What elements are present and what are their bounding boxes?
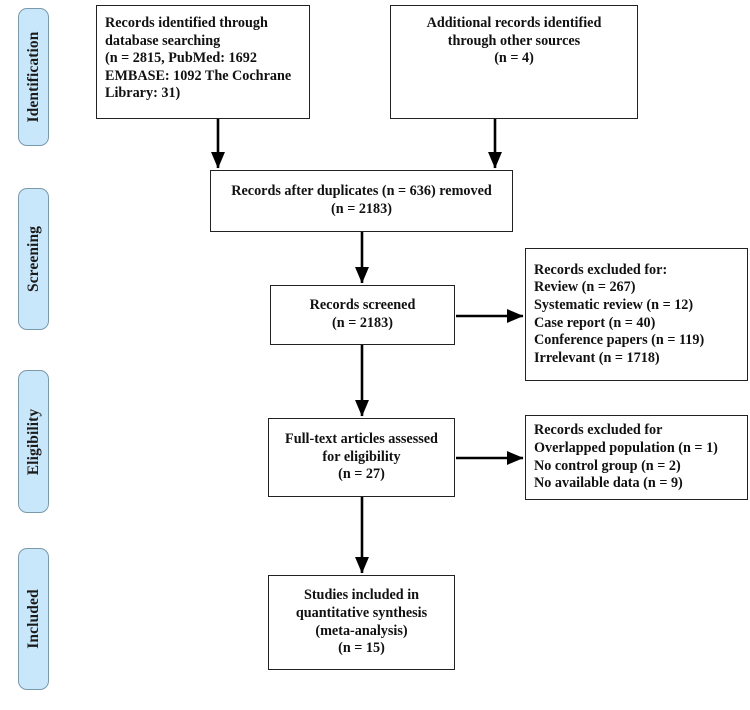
flow-box-duplicates-removed-line-1: Records after duplicates (n = 636) remov…	[231, 183, 492, 200]
flow-box-fulltext-assessed-line-1: Full-text articles assessed	[285, 431, 438, 448]
flow-box-other-sources-line-2: through other sources	[447, 32, 581, 49]
stage-pill-screening: Screening	[18, 188, 49, 330]
stage-label-eligibility: Eligibility	[24, 408, 42, 475]
flow-box-duplicates-removed: Records after duplicates (n = 636) remov…	[210, 170, 513, 232]
flow-box-database-search-line-3: (n = 2815, PubMed: 1692	[105, 50, 257, 67]
flow-box-studies-included-line-1: Studies included in	[303, 587, 420, 604]
flow-box-studies-included-line-4: (n = 15)	[338, 640, 385, 657]
flow-box-fulltext-assessed-line-2: for eligibility	[322, 448, 401, 465]
stage-pill-included: Included	[18, 548, 49, 690]
flow-box-records-screened: Records screened(n = 2183)	[270, 285, 455, 345]
flow-box-screening-excluded-line-2: Review (n = 267)	[534, 279, 636, 296]
flow-box-studies-included-line-3: (meta-analysis)	[315, 622, 408, 639]
flow-box-eligibility-excluded-line-2: Overlapped population (n = 1)	[534, 439, 718, 456]
flow-box-eligibility-excluded-line-3: No control group (n = 2)	[534, 457, 681, 474]
flow-box-duplicates-removed-line-2: (n = 2183)	[331, 201, 392, 217]
flow-box-screening-excluded-line-1: Records excluded for:	[534, 261, 668, 278]
stage-label-screening: Screening	[24, 225, 42, 293]
stage-label-identification: Identification	[24, 31, 42, 123]
flow-box-database-search-line-4: EMBASE: 1092 The Cochrane	[105, 67, 292, 84]
flow-box-eligibility-excluded-line-4: No available data (n = 9)	[534, 475, 683, 492]
flow-box-studies-included-line-2: quantitative synthesis	[295, 604, 428, 621]
flow-box-database-search-line-2: database searching	[105, 32, 221, 49]
flow-box-screening-excluded-line-6: Irrelevant (n = 1718)	[534, 349, 660, 366]
flow-box-records-screened-line-2: (n = 2183)	[332, 315, 393, 331]
stage-pill-identification: Identification	[18, 8, 49, 146]
flow-box-other-sources-line-3: (n = 4)	[494, 50, 534, 67]
flow-box-fulltext-assessed-line-3: (n = 27)	[338, 466, 385, 483]
stage-label-included: Included	[24, 589, 42, 649]
flow-box-screening-excluded-line-4: Case report (n = 40)	[534, 314, 656, 331]
flow-box-screening-excluded: Records excluded for:Review (n = 267)Sys…	[525, 248, 748, 381]
flow-box-other-sources-line-1: Additional records identified	[426, 15, 602, 31]
flow-box-screening-excluded-line-3: Systematic review (n = 12)	[534, 296, 694, 313]
flow-box-screening-excluded-line-5: Conference papers (n = 119)	[534, 332, 705, 349]
stage-pill-eligibility: Eligibility	[18, 370, 49, 513]
flow-box-records-screened-line-1: Records screened	[309, 297, 416, 314]
flow-box-database-search-line-5: Library: 31)	[105, 85, 181, 102]
flow-box-database-search-line-1: Records identified through	[105, 15, 268, 31]
flow-box-eligibility-excluded-line-1: Records excluded for	[534, 422, 663, 439]
